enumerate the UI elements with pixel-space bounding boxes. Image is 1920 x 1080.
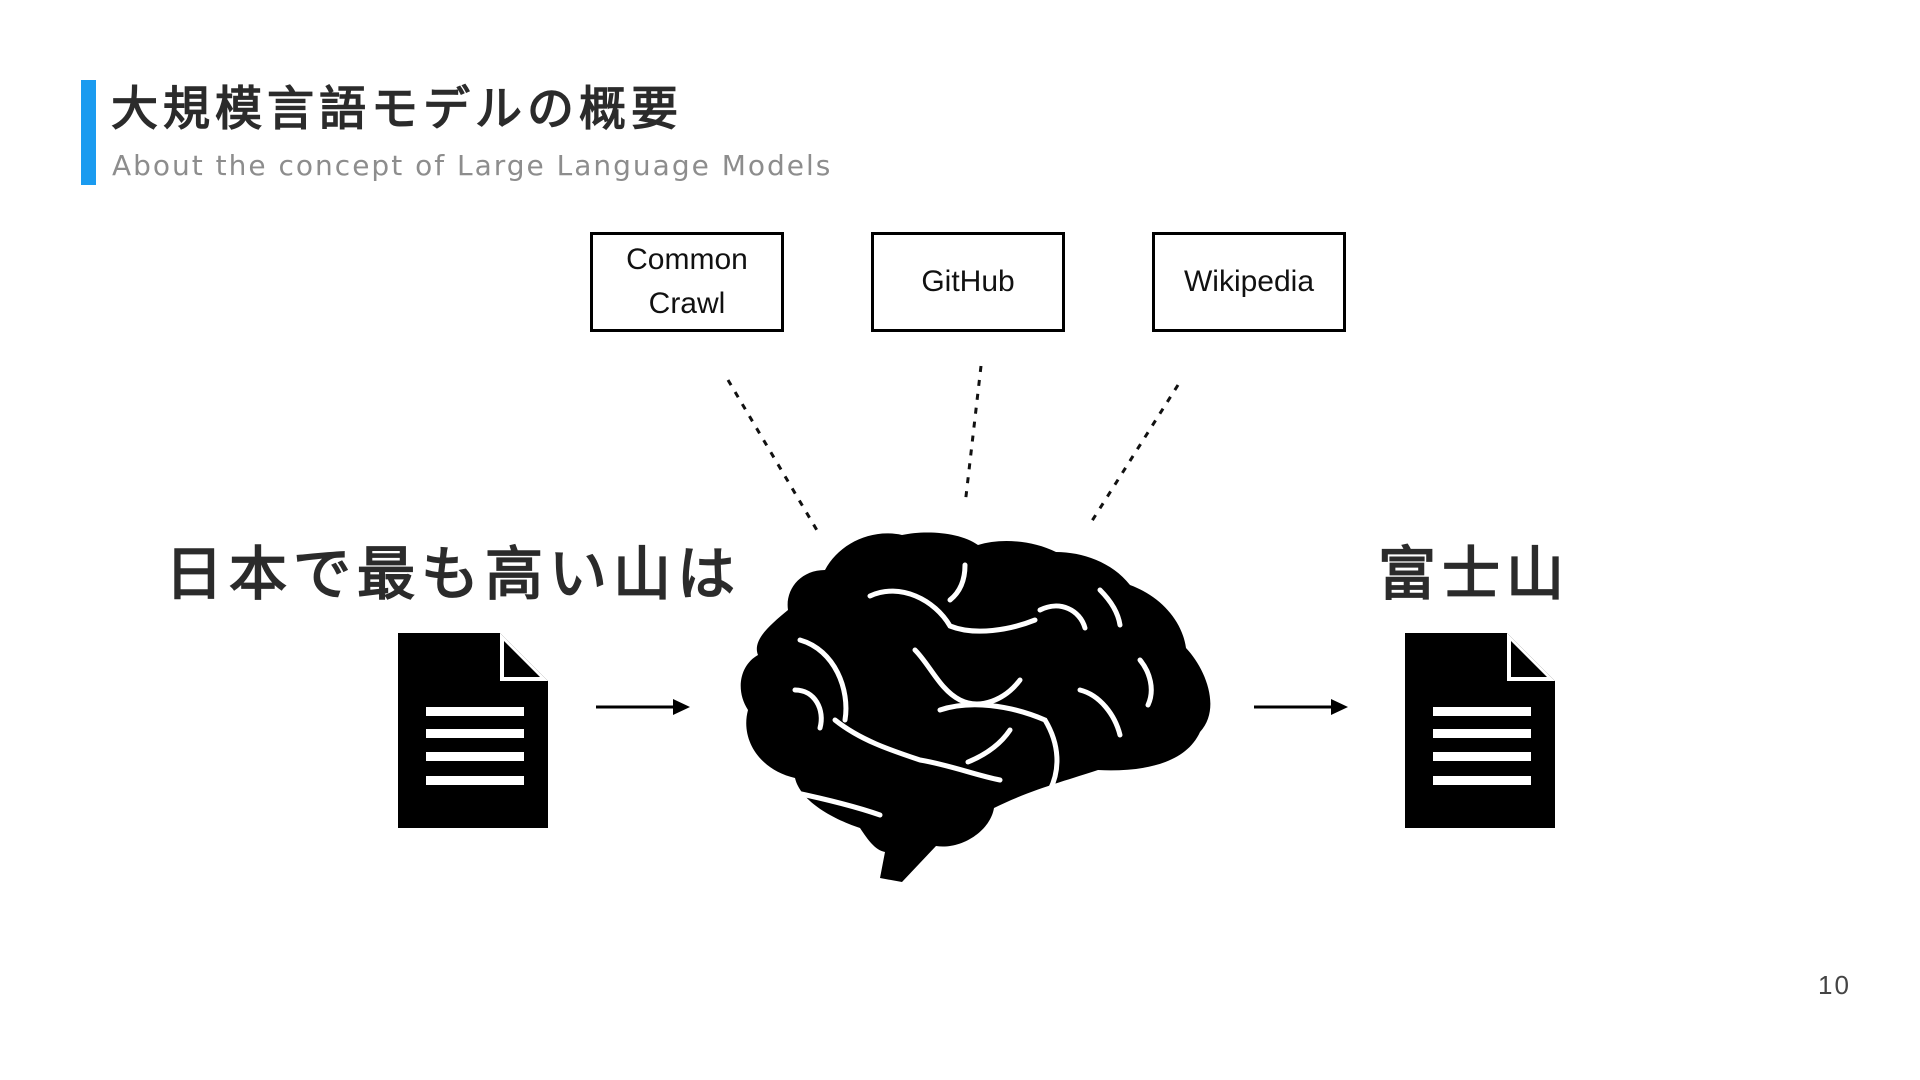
connector-line-wikipedia — [1088, 384, 1180, 525]
input-document-icon — [398, 633, 548, 828]
connector-line-github — [963, 365, 983, 506]
source-box-common-crawl: Common Crawl — [590, 232, 784, 332]
title-accent-bar — [81, 80, 96, 185]
slide-title: 大規模言語モデルの概要 — [111, 82, 683, 137]
brain-icon — [740, 532, 1211, 882]
source-label-line2: Crawl — [648, 287, 726, 320]
source-box-wikipedia: Wikipedia — [1152, 232, 1346, 332]
source-label-line1: Common — [626, 243, 748, 276]
source-box-github: GitHub — [871, 232, 1065, 332]
output-answer-text: 富士山 — [1378, 540, 1571, 608]
output-document-icon — [1405, 633, 1555, 828]
arrow-to-output-icon — [1254, 699, 1348, 715]
page-number: 10 — [1818, 970, 1851, 1000]
source-label: Wikipedia — [1183, 265, 1315, 298]
connector-line-common-crawl — [726, 379, 820, 533]
slide-subtitle: About the concept of Large Language Mode… — [112, 149, 833, 182]
arrow-to-model-icon — [596, 699, 690, 715]
input-prompt-text: 日本で最も高い山は — [165, 540, 742, 608]
source-label: GitHub — [921, 265, 1015, 298]
